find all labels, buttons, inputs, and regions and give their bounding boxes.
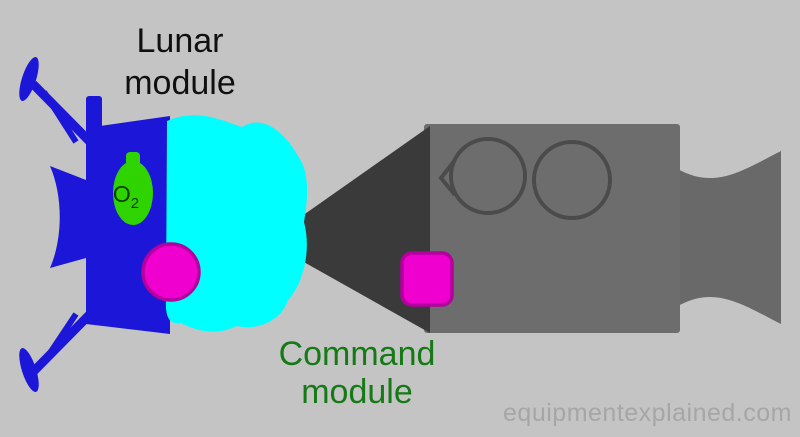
service-module-body xyxy=(424,124,680,333)
oxygen-tank: O2 xyxy=(113,152,153,225)
oxygen-tank-body xyxy=(113,161,153,225)
command-module-cone xyxy=(302,126,430,333)
o2-subscript: 2 xyxy=(131,195,139,212)
lower-foot-pad xyxy=(19,348,39,392)
descent-engine-bell xyxy=(50,166,86,268)
crew-hatch-square xyxy=(400,251,454,307)
lunar-module-label-line1: Lunar xyxy=(137,22,224,60)
tank-outline-right xyxy=(532,140,612,220)
o2-symbol: O xyxy=(113,181,131,207)
lunar-module-label-line2: module xyxy=(124,64,236,102)
service-module xyxy=(424,124,680,333)
watermark: equipmentexplained.com xyxy=(503,399,792,427)
tank-outline-left xyxy=(449,137,527,215)
ascent-stage xyxy=(165,115,308,332)
command-module-label-line1: Command xyxy=(279,335,436,373)
command-module-label-line2: module xyxy=(301,373,413,411)
descent-stage-body xyxy=(86,116,170,334)
oxygen-tank-label: O2 xyxy=(113,181,139,212)
antenna-mount xyxy=(86,96,102,132)
docking-hatch-circle xyxy=(141,242,201,302)
main-engine-nozzle xyxy=(676,151,781,324)
upper-leg-brace xyxy=(41,90,79,144)
upper-foot-pad xyxy=(19,57,39,101)
lower-leg-brace xyxy=(41,312,79,364)
